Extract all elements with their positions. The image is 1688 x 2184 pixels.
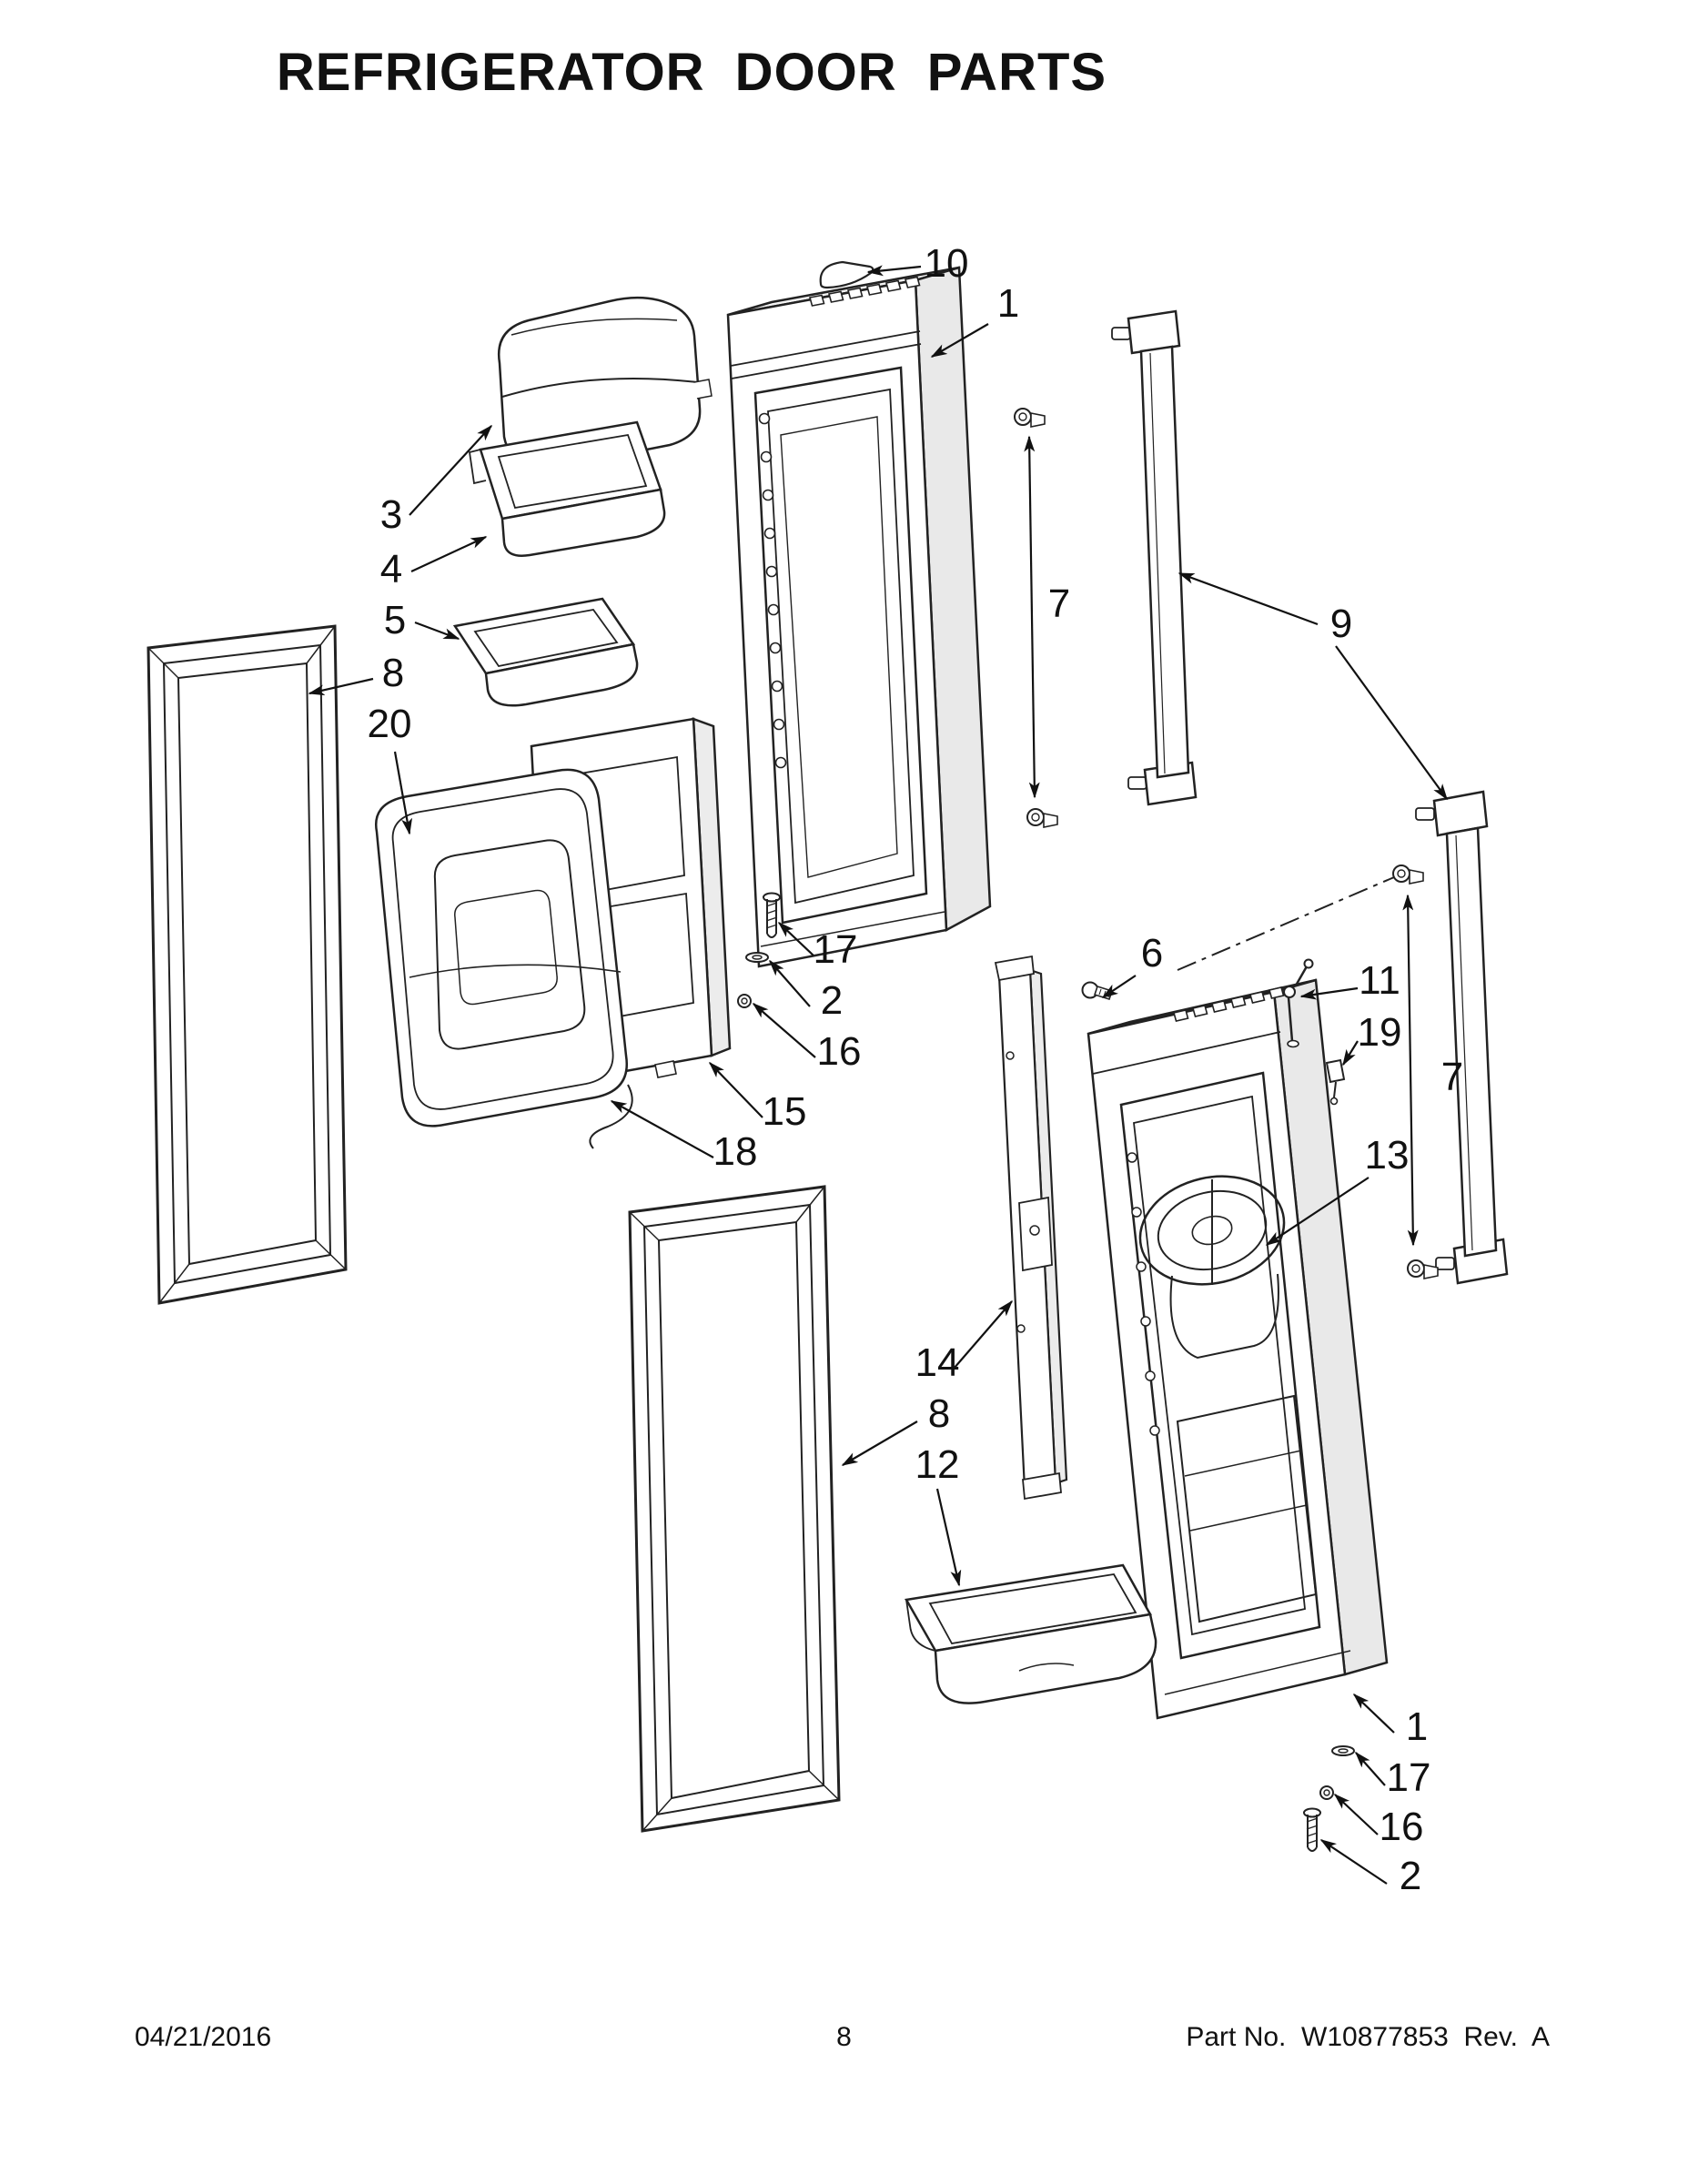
callout-16a: 16 — [817, 1029, 862, 1074]
callout-3: 3 — [380, 492, 402, 537]
handle-screws-right — [1392, 864, 1439, 1279]
footer-date: 04/21/2016 — [135, 2022, 272, 2052]
part-upper-door — [726, 266, 992, 968]
part-gasket-upper-left — [147, 624, 348, 1305]
part-screw-6 — [1081, 981, 1114, 1000]
callout-9: 9 — [1330, 602, 1352, 646]
callout-7a: 7 — [1048, 581, 1070, 626]
callout-11: 11 — [1359, 958, 1400, 1003]
callout-2a: 2 — [821, 978, 843, 1023]
part-gasket-lower — [628, 1185, 841, 1833]
callout-19: 19 — [1358, 1010, 1402, 1055]
footer-page-number: 8 — [836, 2022, 852, 2052]
callout-10: 10 — [925, 241, 969, 286]
callout-2b: 2 — [1400, 1854, 1421, 1898]
page-title: REFRIGERATOR DOOR PARTS — [276, 43, 1107, 102]
part-dispenser-cover — [374, 768, 629, 1127]
callout-14: 14 — [915, 1340, 960, 1385]
callout-13: 13 — [1365, 1133, 1410, 1178]
part-door-bin-small — [452, 597, 639, 707]
part-tube-fitting — [1325, 1058, 1346, 1106]
callout-16b: 16 — [1380, 1805, 1424, 1849]
part-water-tube — [1283, 958, 1314, 1048]
part-door-bin-large — [905, 1563, 1157, 1704]
callout-15: 15 — [763, 1089, 807, 1134]
callout-1b: 1 — [1406, 1704, 1428, 1749]
part-door-handle-right — [1415, 790, 1509, 1285]
callout-12: 12 — [915, 1442, 960, 1487]
part-door-handle-left — [1111, 309, 1198, 806]
callout-6: 6 — [1141, 931, 1163, 976]
alignment-centerline — [1177, 876, 1395, 971]
callout-20: 20 — [368, 702, 412, 746]
callout-leader-lines — [308, 265, 1448, 1885]
footer-part-number: Part No. W10877853 Rev. A — [1186, 2022, 1550, 2052]
callout-8b: 8 — [928, 1391, 950, 1436]
callout-7b: 7 — [1441, 1055, 1463, 1099]
callout-labels: 10 1 3 4 5 8 20 7 9 17 2 16 15 18 6 11 1… — [368, 241, 1464, 1898]
callout-18: 18 — [713, 1129, 758, 1174]
callout-5: 5 — [384, 598, 406, 642]
part-shelf-frame — [468, 420, 666, 557]
handle-screws-left — [1014, 408, 1058, 828]
callout-8a: 8 — [382, 651, 404, 695]
callout-17b: 17 — [1387, 1755, 1431, 1800]
callout-1a: 1 — [997, 281, 1019, 326]
callout-4: 4 — [380, 547, 402, 592]
fasteners-upper-door — [737, 892, 781, 1008]
part-center-trim — [994, 955, 1068, 1501]
part-dispenser-ring — [1138, 1175, 1286, 1360]
fasteners-lower-door — [1303, 1745, 1355, 1852]
part-lower-door — [1087, 978, 1389, 1720]
callout-17a: 17 — [814, 927, 858, 972]
